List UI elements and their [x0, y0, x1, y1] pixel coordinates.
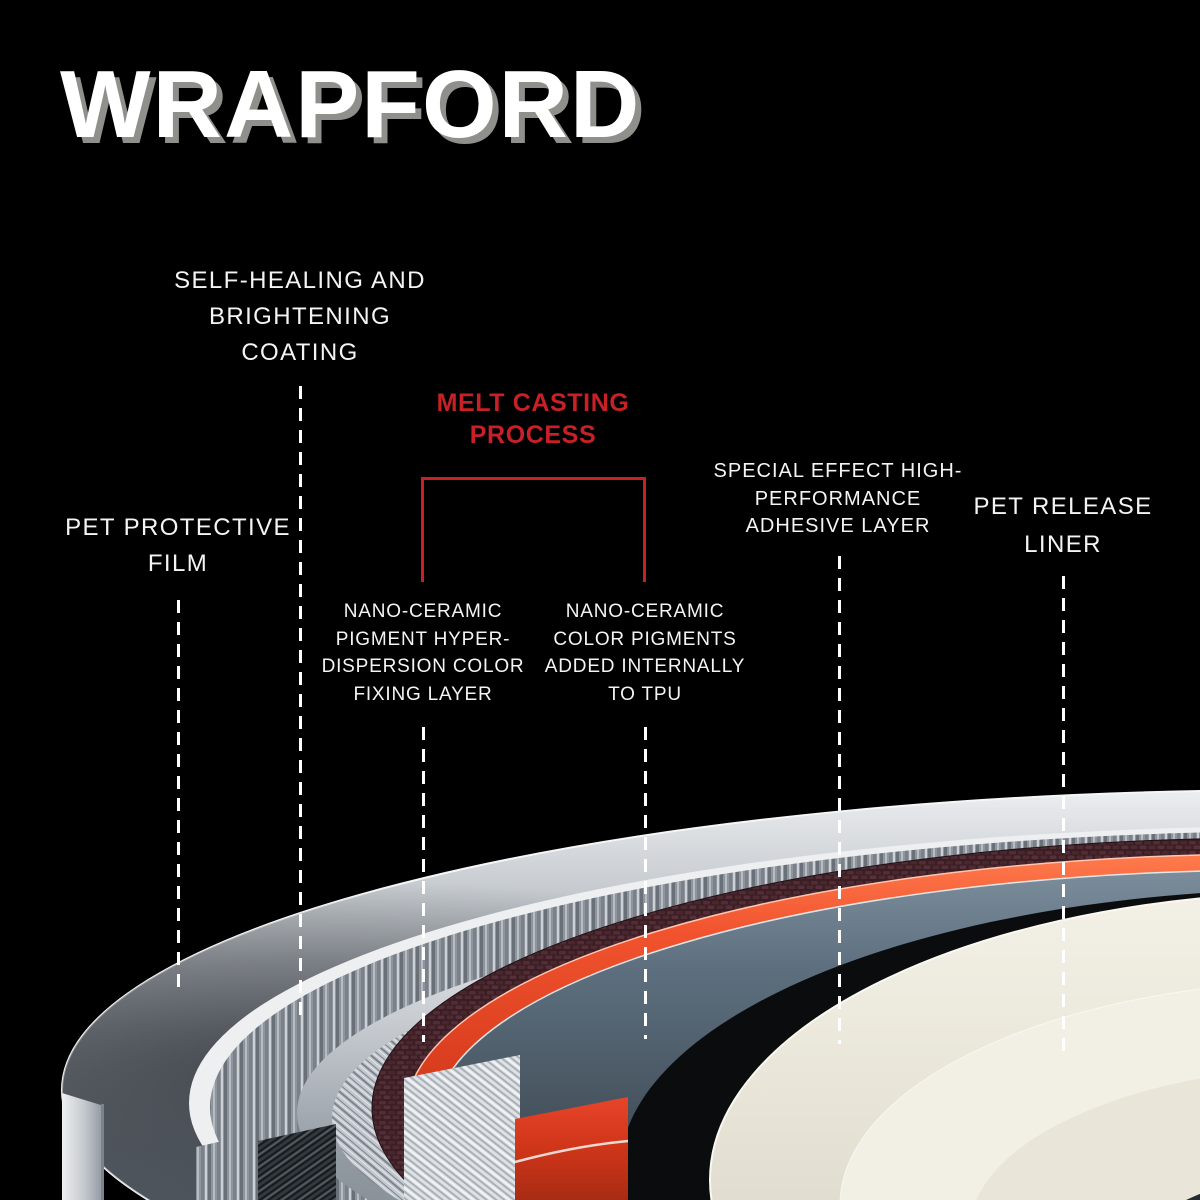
label-line: COLOR PIGMENTS [553, 628, 737, 650]
leader-line-release-liner [1061, 576, 1065, 1057]
label-line: SELF-HEALING AND [174, 267, 426, 294]
label-line: NANO-CERAMIC [343, 601, 503, 622]
label-line: PET PROTECTIVE [65, 514, 291, 541]
label-line: PIGMENT HYPER- [335, 628, 511, 650]
label-line: SPECIAL EFFECT HIGH- [713, 460, 963, 482]
label-pet-release-liner: PET RELEASE LINER [973, 488, 1152, 564]
label-melt-casting-process: MELT CASTING PROCESS [437, 387, 630, 451]
label-self-healing-coating: SELF-HEALING AND BRIGHTENING COATING [174, 263, 426, 371]
white-mesh-wall [404, 1055, 520, 1200]
layer-cream-inner [976, 1078, 1200, 1200]
silver-wall-edge [101, 1104, 104, 1200]
label-line: FILM [147, 550, 209, 577]
label-line: ADHESIVE LAYER [745, 515, 931, 537]
corner-shadow [1186, 1193, 1200, 1200]
label-adhesive-layer: SPECIAL EFFECT HIGH- PERFORMANCE ADHESIV… [714, 458, 963, 541]
melt-casting-bracket [421, 477, 646, 582]
leader-line-adhesive [837, 556, 841, 1044]
red-wall-highlight [514, 1139, 629, 1164]
label-nano-ceramic-fixing-layer: NANO-CERAMIC PIGMENT HYPER- DISPERSION C… [322, 598, 525, 708]
label-line: DISPERSION COLOR [321, 656, 525, 677]
label-line: FIXING LAYER [353, 683, 493, 705]
cut-face-walls [62, 1055, 629, 1200]
leader-line-nano-fixing [421, 727, 425, 1042]
leader-line-pet-protective [176, 600, 180, 992]
label-line: NANO-CERAMIC [565, 601, 725, 622]
label-line: PET RELEASE [973, 493, 1153, 520]
label-line: ADDED INTERNALLY [544, 656, 746, 677]
label-line: BRIGHTENING [208, 303, 392, 330]
label-pet-protective-film: PET PROTECTIVE FILM [65, 510, 291, 582]
dark-mesh-wall [258, 1124, 336, 1200]
label-line: MELT CASTING [436, 389, 630, 417]
striped-wall [196, 1133, 258, 1200]
label-line: COATING [241, 339, 359, 366]
silver-wall [62, 1093, 104, 1200]
brand-logo: WRAPFORD [60, 51, 642, 158]
label-line: PROCESS [469, 421, 597, 449]
label-line: LINER [1024, 531, 1102, 558]
label-line: PERFORMANCE [754, 487, 922, 510]
film-layer-stack [61, 790, 1200, 1200]
label-nano-ceramic-tpu: NANO-CERAMIC COLOR PIGMENTS ADDED INTERN… [545, 598, 745, 708]
label-line: TO TPU [608, 683, 682, 705]
leader-line-nano-tpu [643, 727, 647, 1039]
leader-line-self-healing [298, 386, 302, 1022]
